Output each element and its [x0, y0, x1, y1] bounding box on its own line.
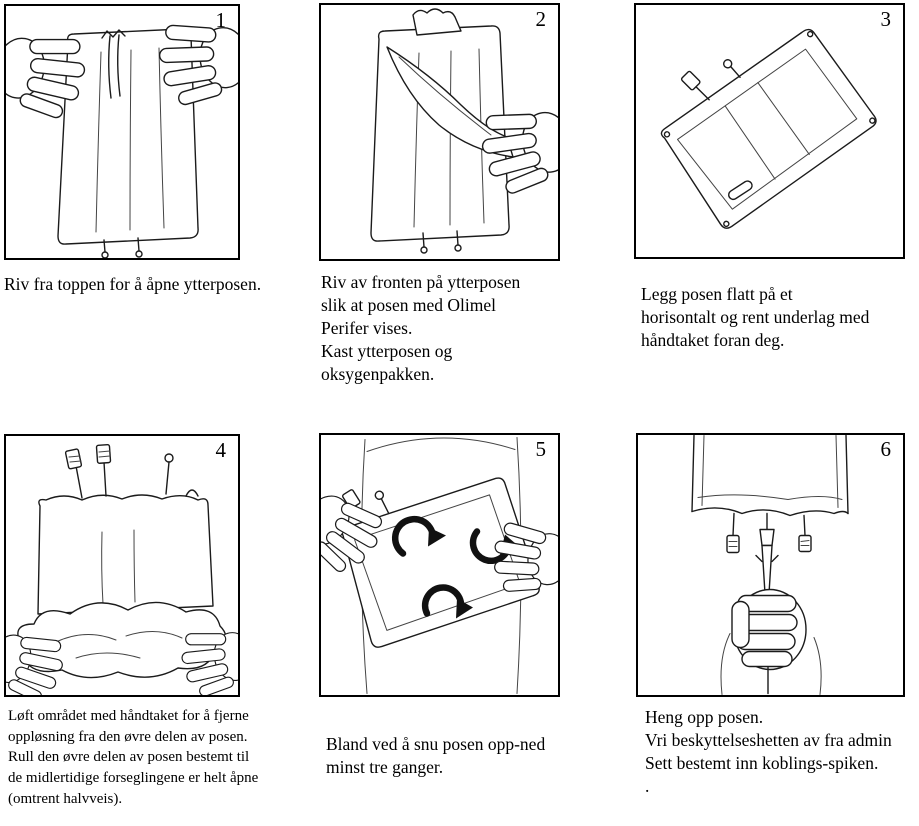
step-number: 4 — [215, 438, 227, 462]
step-3-illustration — [660, 28, 877, 229]
step-5-panel: 5 — [319, 433, 560, 697]
step-5-illustration — [321, 437, 558, 694]
left-hand-icon — [6, 37, 86, 119]
right-hand-icon — [494, 522, 558, 592]
left-hand-icon — [6, 634, 63, 695]
fist-icon — [731, 588, 807, 671]
left-hand-icon — [321, 495, 383, 572]
step-5-caption: Bland ved å snu posen opp-ned minst tre … — [326, 734, 546, 778]
step-number: 1 — [215, 8, 227, 32]
step-1-illustration — [6, 24, 238, 258]
step-1-panel: 1 — [4, 4, 240, 260]
hand-icon — [481, 111, 558, 194]
step-4-caption: Løft området med håndtaket for å fjerne … — [8, 708, 259, 807]
right-hand-icon — [181, 632, 238, 695]
step-number: 2 — [535, 7, 547, 31]
step-number: 6 — [880, 437, 892, 461]
step-4-illustration — [6, 443, 238, 695]
step-2-caption: Riv av fronten på ytterposen slik at pos… — [321, 272, 521, 385]
step-2-illustration — [370, 8, 558, 254]
step-4-panel: 4 — [4, 434, 240, 697]
step-6-panel: 6 — [636, 433, 905, 697]
step-number: 5 — [535, 437, 547, 461]
step-2-panel: 2 — [319, 3, 560, 261]
step-6-illustration — [691, 435, 849, 695]
step-number: 3 — [880, 7, 892, 31]
step-3-panel: 3 — [634, 3, 905, 259]
right-hand-icon — [158, 24, 238, 106]
step-1-caption: Riv fra toppen for å åpne ytterposen. — [4, 274, 262, 294]
step-3-caption: Legg posen flatt på et horisontalt og re… — [641, 284, 870, 351]
step-6-caption: Heng opp posen. Vri beskyttelseshetten a… — [645, 707, 892, 797]
